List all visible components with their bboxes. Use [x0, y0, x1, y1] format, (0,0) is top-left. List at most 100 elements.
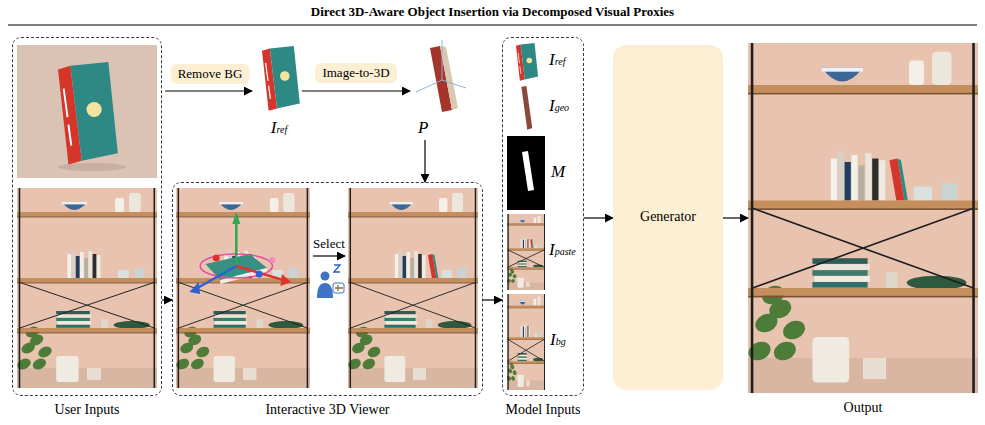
book-stack	[386, 314, 417, 317]
book	[528, 326, 529, 338]
book-stack	[214, 318, 246, 321]
axis-x	[236, 266, 283, 280]
book	[523, 240, 524, 248]
pot	[384, 356, 405, 382]
shelf-board	[17, 212, 157, 216]
inserted-book-cover	[532, 239, 534, 248]
book-stack	[518, 263, 527, 264]
book-stack	[518, 265, 527, 266]
book	[418, 254, 422, 278]
cross-brace	[508, 339, 544, 361]
book-stack	[518, 358, 527, 360]
bowl-rim	[822, 68, 863, 72]
book-stack	[518, 266, 527, 267]
pot	[812, 337, 849, 383]
vase	[534, 299, 536, 306]
leaf	[771, 338, 799, 364]
bulb	[87, 102, 102, 117]
candle	[526, 380, 530, 386]
cross-brace	[508, 250, 544, 267]
frame-post	[154, 188, 156, 388]
flow-arrow	[424, 140, 425, 182]
book-silhouette	[521, 86, 532, 130]
shelf-board	[507, 223, 545, 225]
cross-brace	[508, 339, 544, 361]
axis-y-head	[232, 212, 240, 224]
cup	[539, 244, 542, 248]
shelf-board	[17, 278, 157, 282]
leaf	[511, 278, 516, 283]
book	[407, 252, 411, 278]
object-photo	[17, 45, 157, 178]
shelf-board	[507, 248, 545, 250]
shelf-edge	[17, 332, 157, 333]
book	[72, 250, 76, 278]
shelf-board	[748, 288, 978, 296]
shelf-edge	[748, 93, 978, 95]
vase	[115, 198, 124, 212]
node-text: Output	[844, 400, 883, 416]
shelf-scene	[17, 188, 157, 388]
shelf-edge	[507, 224, 545, 226]
flow-arrow	[162, 299, 172, 300]
shelf-scene	[348, 188, 478, 388]
frame-post	[751, 43, 754, 393]
book	[522, 238, 523, 249]
cup	[118, 270, 129, 278]
book-stack	[518, 356, 527, 358]
book	[395, 254, 399, 278]
vase	[270, 198, 279, 212]
shelf-edge	[176, 282, 310, 283]
book	[525, 241, 526, 249]
viewer-panel: Interactive 3D Viewer	[172, 182, 483, 396]
photo-shadow	[58, 163, 126, 171]
floor	[507, 380, 545, 390]
input-panel: User Inputs	[12, 37, 162, 396]
user-body	[317, 283, 333, 298]
node-text: Model Inputs	[505, 402, 580, 418]
spine-mark	[269, 86, 271, 99]
bowl	[519, 219, 526, 222]
vase	[932, 52, 952, 85]
cup	[289, 268, 298, 278]
book	[831, 159, 837, 201]
jar	[886, 272, 898, 288]
book-stack	[812, 270, 867, 276]
shelf-edge	[507, 307, 545, 309]
cross-brace	[508, 250, 544, 267]
book-figure	[516, 43, 538, 81]
bowl	[219, 202, 243, 210]
pot	[214, 356, 235, 382]
book	[522, 324, 523, 337]
cup	[914, 187, 932, 201]
book	[526, 324, 527, 337]
wall	[348, 188, 478, 388]
book-stack	[214, 325, 246, 328]
book-stack	[815, 264, 870, 270]
shelf-edge	[507, 339, 545, 341]
shelf-edge	[348, 282, 478, 283]
book	[524, 325, 525, 337]
bowl-rim	[519, 301, 526, 302]
leaf	[780, 317, 808, 343]
book-stack	[815, 276, 870, 282]
vase	[537, 296, 540, 305]
shelf-edge	[748, 296, 978, 298]
proxy-side	[440, 46, 458, 110]
figure-title: Direct 3D-Aware Object Insertion via Dec…	[0, 4, 985, 20]
axis-z-head	[189, 282, 200, 294]
flow-arrow	[302, 90, 410, 91]
leaf	[512, 370, 517, 376]
shelf-board	[507, 337, 545, 339]
frame-post	[475, 188, 476, 388]
bulb	[527, 58, 533, 64]
frame-post	[544, 214, 545, 290]
bowl	[519, 301, 526, 305]
inserted-book-cover	[433, 254, 439, 278]
vase	[129, 193, 141, 212]
shelf-board	[176, 328, 310, 332]
device-arrow	[335, 287, 343, 288]
frame-post	[972, 43, 975, 393]
frame-post	[19, 188, 21, 388]
leaf	[366, 345, 382, 360]
